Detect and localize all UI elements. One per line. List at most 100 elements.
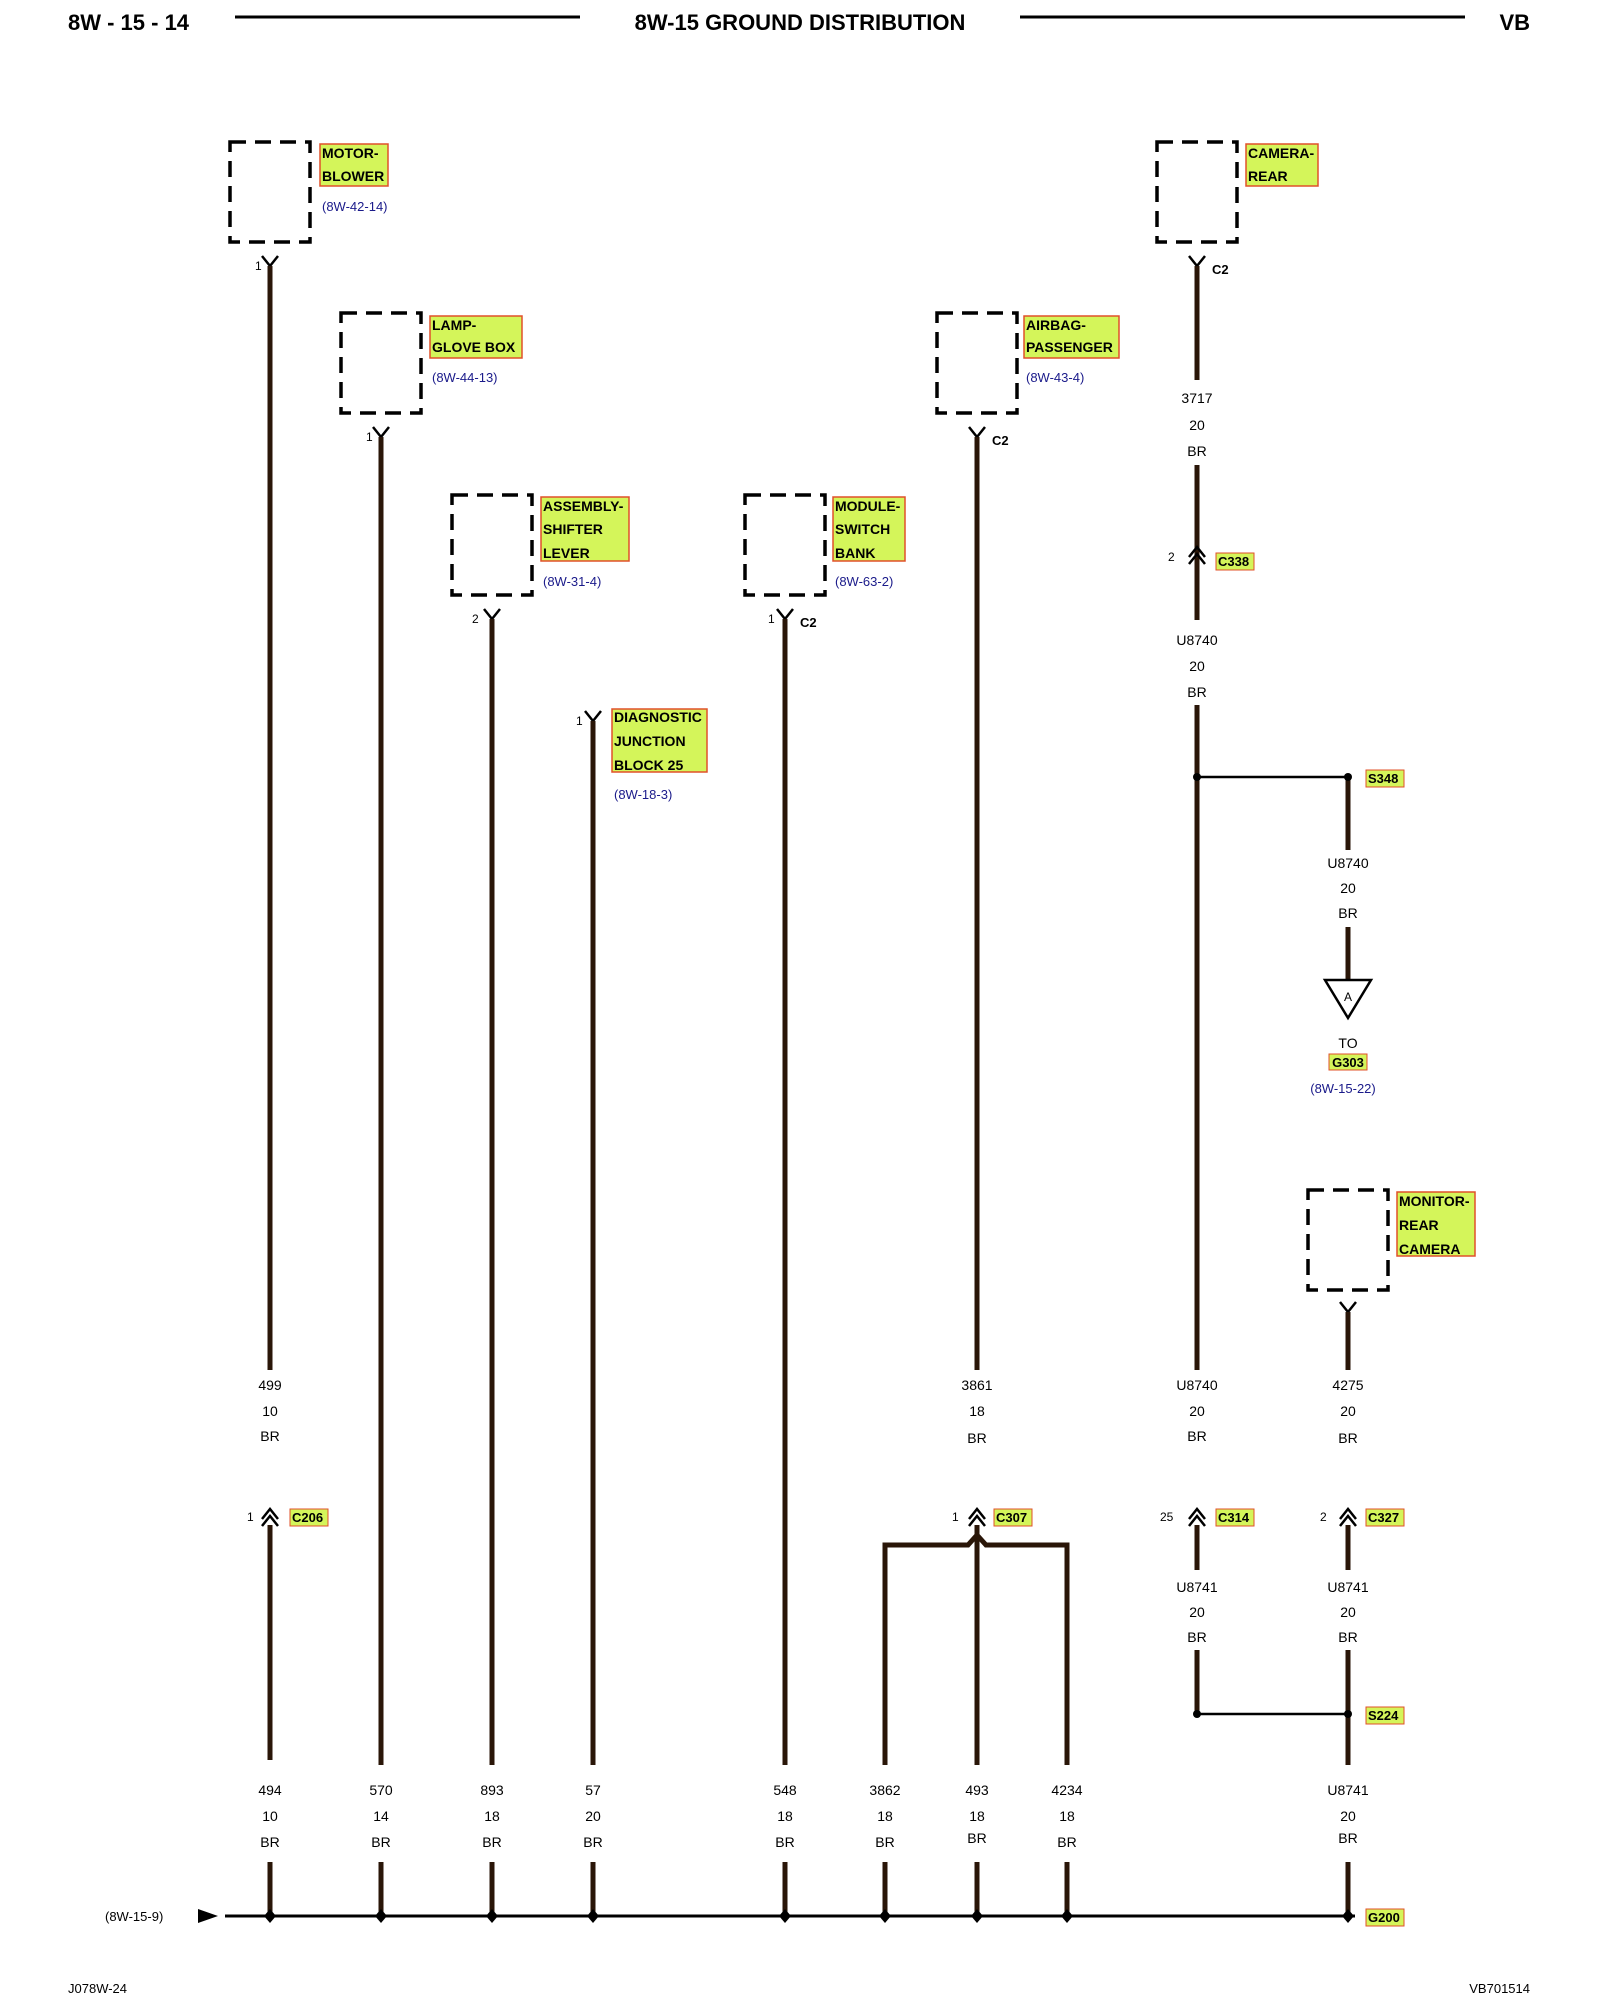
- page-number: 8W - 15 - 14: [68, 10, 190, 35]
- component-label-line: REAR: [1248, 168, 1288, 184]
- wire-color: BR: [1338, 1830, 1357, 1846]
- wire-color: BR: [1338, 1629, 1357, 1645]
- connector-id: C2: [992, 433, 1009, 448]
- wire-color: BR: [1187, 684, 1206, 700]
- wire-color: BR: [1057, 1834, 1076, 1850]
- page-reference-link[interactable]: (8W-31-4): [543, 574, 601, 589]
- wire-gauge: 18: [777, 1808, 793, 1824]
- page-reference-link[interactable]: (8W-63-2): [835, 574, 893, 589]
- label-highlight: [319, 143, 389, 187]
- wire-gauge: 20: [1189, 658, 1205, 674]
- component-label-line: BANK: [835, 545, 875, 561]
- connector-chevron-icon: [968, 1506, 986, 1527]
- offpage-connector-a[interactable]: A TO G303 (8W-15-22): [1310, 978, 1376, 1096]
- connector-id: C2: [1212, 262, 1229, 277]
- label-motor-blower[interactable]: MOTOR- BLOWER (8W-42-14): [319, 143, 389, 214]
- label-airbag-passenger[interactable]: AIRBAG- PASSENGER (8W-43-4): [1023, 315, 1120, 385]
- label-module-switch-bank[interactable]: MODULE- SWITCH BANK (8W-63-2): [832, 496, 906, 589]
- connector-c327[interactable]: 2 C327: [1320, 1508, 1405, 1527]
- bus-terminal: [486, 1909, 498, 1923]
- pin-y-icon: [584, 710, 602, 724]
- page-reference-link[interactable]: (8W-42-14): [322, 199, 388, 214]
- ground-g200-label[interactable]: G200: [1365, 1908, 1405, 1927]
- splice-s348-label[interactable]: S348: [1365, 769, 1405, 788]
- component-label-line: LEVER: [543, 545, 590, 561]
- component-label-line: MONITOR-: [1399, 1193, 1470, 1209]
- splice-dot: [1193, 1710, 1201, 1718]
- splice-s224-label[interactable]: S224: [1365, 1706, 1405, 1725]
- page-reference-link[interactable]: (8W-15-22): [1310, 1081, 1376, 1096]
- wire-color: BR: [1338, 1430, 1357, 1446]
- ground-bus-terminals: [264, 1909, 1354, 1923]
- wire-4234[interactable]: [975, 1533, 1070, 1765]
- bus-terminal: [971, 1909, 983, 1923]
- connector-chevron-icon: [1188, 544, 1206, 565]
- component-label-line: BLOCK 25: [614, 757, 683, 773]
- component-label-line: DIAGNOSTIC: [614, 709, 702, 725]
- splice-dot: [1344, 773, 1352, 781]
- connector-c307[interactable]: 1 C307: [952, 1508, 1033, 1527]
- bus-terminal: [1061, 1909, 1073, 1923]
- circuit-id: 57: [585, 1782, 601, 1798]
- page-reference-link[interactable]: (8W-44-13): [432, 370, 498, 385]
- label-diagnostic-junction-block[interactable]: DIAGNOSTIC JUNCTION BLOCK 25 (8W-18-3): [611, 708, 708, 802]
- connector-c338[interactable]: 2 C338: [1168, 550, 1255, 571]
- label-shifter-lever[interactable]: ASSEMBLY- SHIFTER LEVER (8W-31-4): [540, 496, 630, 589]
- circuit-id: 494: [258, 1782, 282, 1798]
- circuit-id: U8741: [1176, 1579, 1217, 1595]
- wire-gauge: 20: [1340, 1604, 1356, 1620]
- component-label-line: REAR: [1399, 1217, 1439, 1233]
- component-label-line: JUNCTION: [614, 733, 686, 749]
- wire-gauge: 18: [1059, 1808, 1075, 1824]
- component-label-line: AIRBAG-: [1026, 317, 1086, 333]
- circuit-id: 548: [773, 1782, 797, 1798]
- component-label-line: ASSEMBLY-: [543, 498, 624, 514]
- connector-chevron-icon: [261, 1506, 279, 1527]
- wire-color: BR: [1187, 1428, 1206, 1444]
- circuit-id: 493: [965, 1782, 989, 1798]
- pin-y-icon: [1339, 1301, 1357, 1315]
- offpage-triangle-icon: [1322, 978, 1374, 1021]
- wire-color: BR: [371, 1834, 390, 1850]
- monitor-rear-camera-box[interactable]: [1306, 1188, 1390, 1292]
- camera-rear-box[interactable]: [1155, 140, 1239, 244]
- airbag-passenger-box[interactable]: [935, 311, 1019, 415]
- switch-bank-box[interactable]: [743, 493, 827, 597]
- page-reference-link[interactable]: (8W-18-3): [614, 787, 672, 802]
- vehicle-code: VB: [1499, 10, 1530, 35]
- label-monitor-rear-camera[interactable]: MONITOR- REAR CAMERA: [1396, 1191, 1476, 1257]
- label-highlight: [429, 315, 523, 359]
- offpage-to: TO: [1338, 1035, 1357, 1051]
- label-highlight: [289, 1508, 329, 1527]
- connector-chevron-icon: [1339, 1506, 1357, 1527]
- wire-gauge: 20: [1340, 1403, 1356, 1419]
- wire-3862[interactable]: [882, 1533, 979, 1765]
- circuit-id: 3717: [1181, 390, 1212, 406]
- component-label-line: MOTOR-: [322, 145, 379, 161]
- connector-c206[interactable]: 1 C206: [247, 1508, 329, 1527]
- wire-gauge: 20: [1189, 1403, 1205, 1419]
- shifter-lever-box[interactable]: [450, 493, 534, 597]
- lamp-glove-box-box[interactable]: [339, 311, 423, 415]
- connector-id: C338: [1218, 554, 1249, 569]
- label-highlight: [1396, 1191, 1476, 1257]
- page-reference-link[interactable]: (8W-43-4): [1026, 370, 1084, 385]
- label-camera-rear[interactable]: CAMERA- REAR: [1245, 143, 1319, 187]
- connector-id: C206: [292, 1510, 323, 1525]
- component-label-line: CAMERA: [1399, 1241, 1460, 1257]
- wire-gauge: 10: [262, 1403, 278, 1419]
- wire-gauge: 20: [585, 1808, 601, 1824]
- connector-c314[interactable]: 25 C314: [1160, 1508, 1255, 1527]
- wire-gauge: 10: [262, 1808, 278, 1824]
- motor-blower-box[interactable]: [228, 140, 312, 244]
- continuation-reference[interactable]: (8W-15-9): [105, 1909, 163, 1924]
- wire-gauge: 14: [373, 1808, 389, 1824]
- label-lamp-glove-box[interactable]: LAMP- GLOVE BOX (8W-44-13): [429, 315, 523, 385]
